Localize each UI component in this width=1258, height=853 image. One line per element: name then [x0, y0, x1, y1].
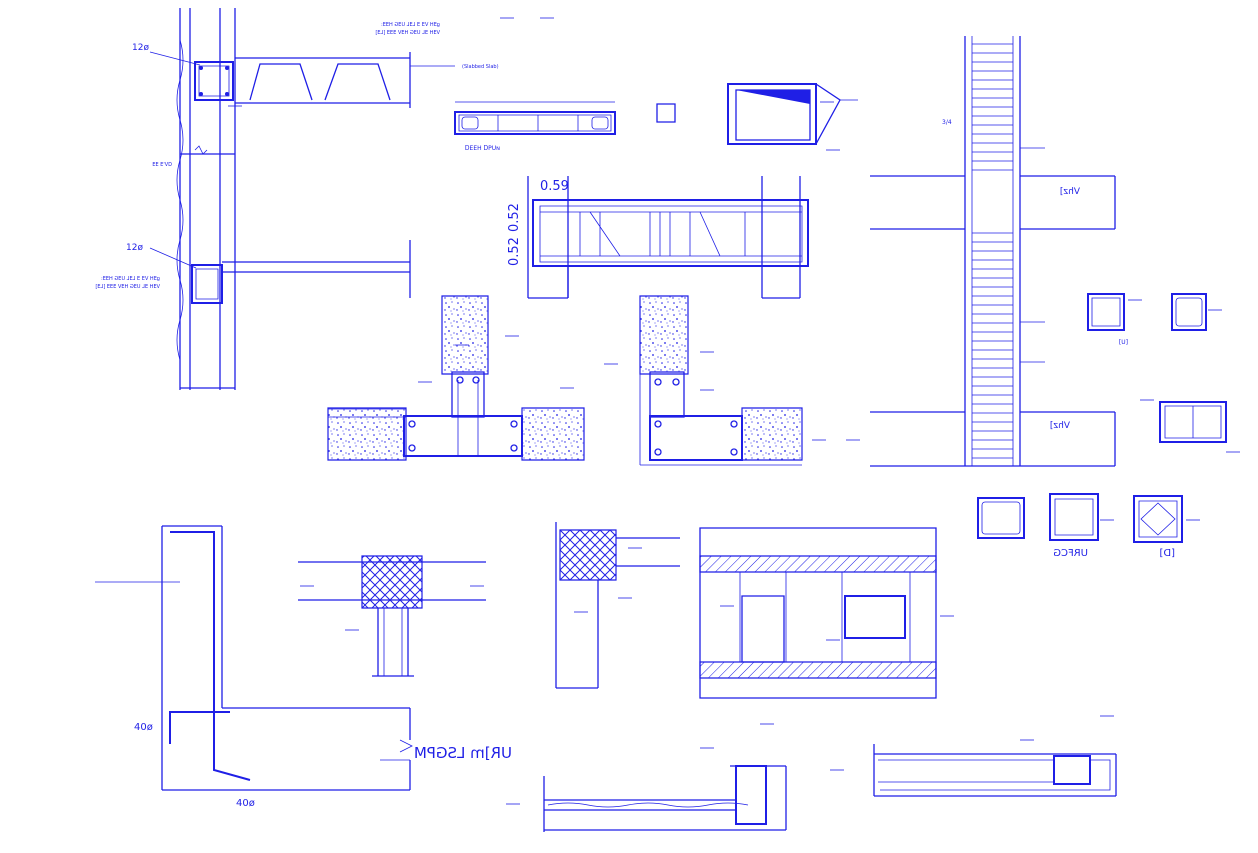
dim-052b: 0.52: [507, 203, 522, 232]
col-note: ᗡV'Ǝ ƎƎ: [152, 162, 172, 168]
bar-40-bottom: 40ø: [236, 798, 255, 809]
three-four-label: 3/4: [942, 119, 952, 126]
wall-section: [700, 528, 936, 698]
footing-left: [328, 296, 584, 460]
column-elevation: Vhz] Vhz] 3/4: [870, 36, 1115, 466]
d-label: [D]: [1159, 548, 1175, 559]
column-slab-section: 12ø 12ø (Slabbed Slab) ɡƎH VƎ Ǝ LƎL UƎG …: [95, 8, 499, 390]
note-col: ɡƎH VƎ Ǝ LƎL UƎG HƎƎ:: [101, 276, 160, 282]
column-cap-2: [556, 522, 680, 688]
note-col-2: VƎH ƎL UƎG HƎV ƎƎƎ [LƎ]: [95, 284, 160, 290]
beam-section-small: ᴎUꟼᗡ HƎƎᗡ: [455, 102, 675, 152]
large-title: UR]m LSGPM: [414, 744, 512, 762]
bottom-beam-right: [874, 744, 1116, 796]
vhz-bot: Vhz]: [1050, 421, 1070, 431]
dim-052a: 0.52: [507, 237, 522, 266]
lintel-detail: [728, 84, 858, 144]
bar-40-left: 40ø: [134, 722, 153, 733]
bar-12-mid-label: 12ø: [126, 243, 143, 253]
column-sections: [Ս] URFCG [D]: [978, 294, 1226, 559]
footing-right: [640, 296, 802, 465]
note-top: ɡƎH VƎ Ǝ LƎL UƎG HƎƎ:: [381, 22, 440, 28]
beam-title: ᴎUꟼᗡ HƎƎᗡ: [464, 145, 500, 152]
urfcg-label: URFCG: [1053, 548, 1088, 559]
beam-elevation: 0.59 0.52 0.52: [507, 176, 808, 298]
u-label: [Ս]: [1119, 339, 1128, 346]
vhz-top: Vhz]: [1060, 187, 1080, 197]
slab-note: (Slabbed Slab): [462, 64, 499, 70]
l-bar-detail: 40ø 40ø UR]m LSGPM: [95, 526, 512, 809]
bottom-beam-left: [544, 766, 786, 832]
column-cap-1: [298, 556, 486, 676]
bar-12-top-label: 12ø: [132, 43, 149, 53]
annotation-marks: [228, 18, 1240, 804]
note-top-2: VƎH ƎL UƎG HƎV ƎƎƎ [LƎ]: [375, 30, 440, 36]
dim-059: 0.59: [540, 179, 569, 194]
